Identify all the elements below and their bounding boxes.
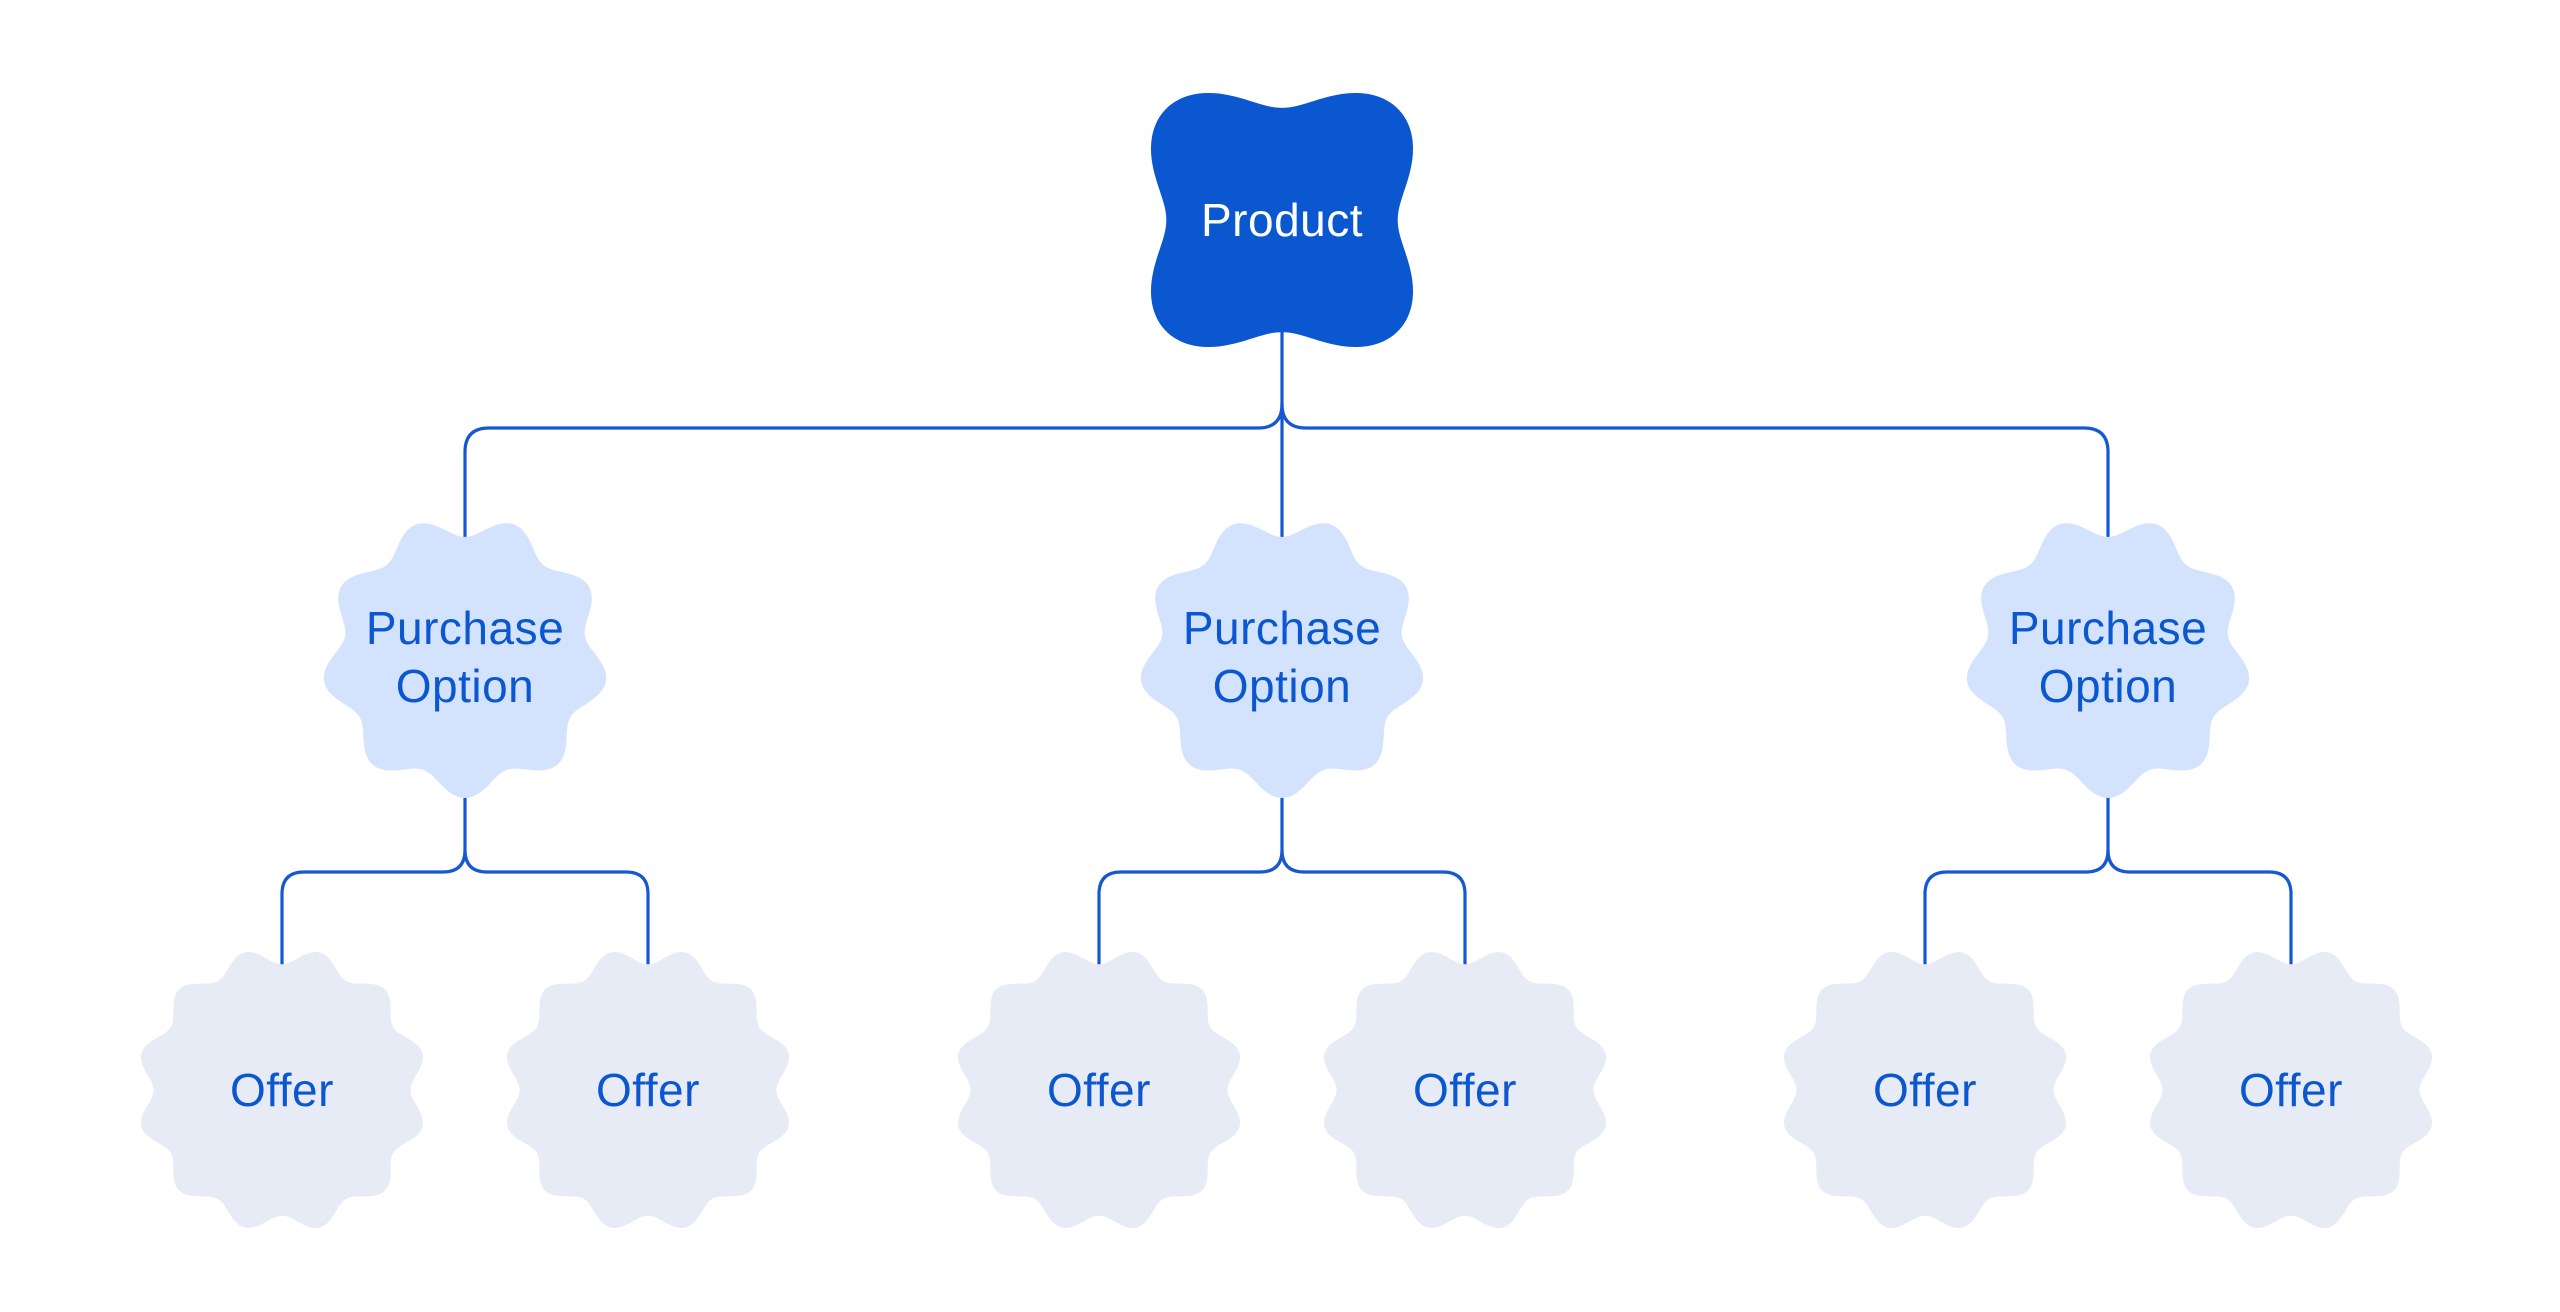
- offer-scallop-blob: [1784, 952, 2066, 1228]
- purchase-option-blob-shape: [1140, 523, 1424, 798]
- purchase-option-cloud-blob: [1140, 523, 1424, 798]
- purchase-option-blob-shape: [323, 523, 607, 798]
- purchase-option-label: Purchase Option: [365, 602, 565, 712]
- connector-product-to-purchase-1: [463, 402, 1284, 659]
- node-offer-3: Offer: [958, 952, 1240, 1228]
- offer-blob-shape: [2150, 952, 2432, 1228]
- offer-blob-shape: [1324, 952, 1606, 1228]
- offer-scallop-blob: [1324, 952, 1606, 1228]
- node-purchase-option-2: Purchase Option: [1139, 516, 1425, 798]
- offer-label: Offer: [1047, 1064, 1151, 1116]
- node-purchase-option-1: Purchase Option: [322, 516, 608, 798]
- connector-product-to-purchase-3: [1280, 402, 2110, 659]
- node-offer-2: Offer: [507, 952, 789, 1228]
- connector-group: [280, 218, 2293, 1092]
- node-purchase-option-3: Purchase Option: [1965, 516, 2251, 798]
- node-offer-5: Offer: [1784, 952, 2066, 1228]
- product-blob-shape: [1151, 93, 1413, 347]
- offer-label: Offer: [2239, 1064, 2343, 1116]
- product-cookie-blob: [1151, 93, 1413, 347]
- offer-label: Offer: [230, 1064, 334, 1116]
- offer-blob-shape: [141, 952, 423, 1228]
- purchase-option-cloud-blob: [1966, 523, 2250, 798]
- purchase-option-label: Purchase Option: [1182, 602, 1382, 712]
- purchase-option-label: Purchase Option: [2008, 602, 2208, 712]
- offer-scallop-blob: [958, 952, 1240, 1228]
- offer-scallop-blob: [141, 952, 423, 1228]
- node-product: Product: [1151, 93, 1413, 347]
- offer-label: Offer: [1413, 1064, 1517, 1116]
- node-offer-1: Offer: [141, 952, 423, 1228]
- offer-label: Offer: [596, 1064, 700, 1116]
- offer-scallop-blob: [507, 952, 789, 1228]
- purchase-option-blob-shape: [1966, 523, 2250, 798]
- offer-blob-shape: [507, 952, 789, 1228]
- offer-blob-shape: [1784, 952, 2066, 1228]
- product-label: Product: [1200, 194, 1364, 246]
- offer-label: Offer: [1873, 1064, 1977, 1116]
- node-offer-4: Offer: [1324, 952, 1606, 1228]
- purchase-option-cloud-blob: [323, 523, 607, 798]
- node-offer-6: Offer: [2150, 952, 2432, 1228]
- offer-blob-shape: [958, 952, 1240, 1228]
- offer-scallop-blob: [2150, 952, 2432, 1228]
